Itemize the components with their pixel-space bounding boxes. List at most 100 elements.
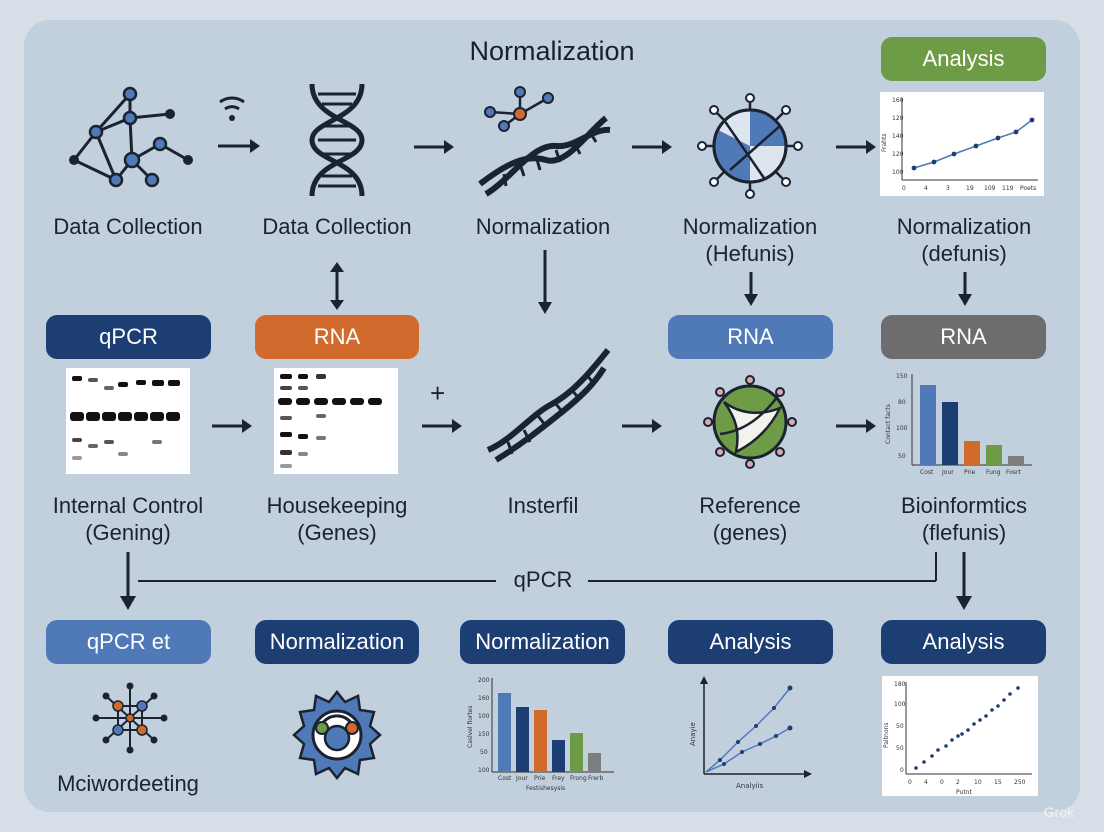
qpcr-connector xyxy=(120,552,972,610)
label-normalization-1: Normalization xyxy=(475,214,611,239)
x-tick: 0 xyxy=(902,185,906,192)
line-chart-bottom: Anayie Analyiis xyxy=(689,676,812,790)
x-tick: Frey xyxy=(552,775,565,782)
bar-chart-mid: 150 80 100 50 Contact facts Cost Jour Pr… xyxy=(885,373,1032,476)
label-internal-control: Internal Control (Gening) xyxy=(52,493,204,545)
network-graph-icon xyxy=(69,86,193,188)
arrow-right-icon xyxy=(632,140,672,154)
rna-pill-grey: RNA xyxy=(881,315,1046,359)
y-tick: 120 xyxy=(892,151,904,158)
bar xyxy=(920,385,936,465)
x-tick: 4 xyxy=(924,185,928,192)
bar xyxy=(986,445,1002,465)
bar xyxy=(498,693,511,772)
line-chart: 160 120 140 120 100 0 4 3 19 109 119 Poe… xyxy=(881,97,1038,192)
label-reference: Reference (genes) xyxy=(699,493,801,545)
qpcr-et-pill: qPCR et xyxy=(46,620,211,664)
wifi-arrow-icon xyxy=(218,96,260,153)
gel-blot-image xyxy=(274,368,398,474)
label-normalization-hefunis: Normalization (Hefunis) xyxy=(682,214,818,266)
y-axis-label: Caslvel fiortes xyxy=(467,705,474,748)
analysis-pill-2: Analysis xyxy=(881,620,1046,664)
watermark: Grok xyxy=(1043,804,1074,820)
x-tick: Jour xyxy=(941,469,954,476)
x-tick: Prie xyxy=(534,775,546,782)
scatter-chart: 180 100 50 50 0 Paltnons 0 4 0 2 10 15 2… xyxy=(883,681,1032,796)
y-tick: 50 xyxy=(480,749,488,756)
y-tick: 0 xyxy=(900,767,904,774)
arrow-right-icon xyxy=(836,140,876,154)
x-tick: Fung xyxy=(986,469,1001,476)
y-tick: 160 xyxy=(478,695,490,702)
label-data-collection-1: Data Collection xyxy=(53,214,203,239)
y-tick: 150 xyxy=(478,731,490,738)
x-tick: Prie xyxy=(964,469,976,476)
y-axis-label: Contact facts xyxy=(885,404,892,444)
diagram-title: Normalization xyxy=(469,36,635,66)
arrow-right-icon xyxy=(836,419,876,433)
x-tick: 2 xyxy=(956,779,960,786)
y-tick: 160 xyxy=(892,97,904,104)
arrow-right-icon xyxy=(414,140,454,154)
bar xyxy=(1008,456,1024,465)
y-tick: 80 xyxy=(898,399,906,406)
arrow-down-icon xyxy=(744,272,758,306)
label-data-collection-2: Data Collection xyxy=(262,214,412,239)
x-tick: 3 xyxy=(946,185,950,192)
bar xyxy=(516,707,529,772)
molecule-dna-icon xyxy=(478,86,611,197)
double-arrow-icon xyxy=(330,262,344,310)
x-tick: Frerb xyxy=(588,775,604,782)
arrow-right-icon xyxy=(212,419,252,433)
y-axis-label: Anayie xyxy=(689,722,697,746)
x-tick: Cost xyxy=(498,775,512,782)
y-tick: 150 xyxy=(896,373,908,380)
x-tick: Jour xyxy=(515,775,528,782)
analysis-pill: Analysis xyxy=(881,37,1046,81)
y-tick: 200 xyxy=(478,677,490,684)
y-tick: 100 xyxy=(478,767,490,774)
y-axis-label: Paltnons xyxy=(883,723,890,748)
plus-sign: + xyxy=(430,378,446,408)
y-tick: 50 xyxy=(896,745,904,752)
gear-cycle-icon xyxy=(292,689,382,781)
x-tick: Fosrt xyxy=(1006,469,1022,476)
normalization-pill-2: Normalization xyxy=(460,620,625,664)
globe-network-icon xyxy=(697,93,803,199)
y-tick: 100 xyxy=(892,169,904,176)
arrow-down-icon xyxy=(958,272,972,306)
rna-pill-orange: RNA xyxy=(255,315,419,359)
x-tick: 0 xyxy=(908,779,912,786)
label-mciwordeeting: Mciwordeeting xyxy=(57,771,199,796)
dna-strand-icon xyxy=(486,348,611,463)
dna-helix-icon xyxy=(309,83,365,197)
analysis-pill-1: Analysis xyxy=(668,620,833,664)
y-tick: 100 xyxy=(894,701,906,708)
bar xyxy=(534,710,547,772)
bar xyxy=(964,441,980,465)
bar xyxy=(588,753,601,772)
y-tick: 50 xyxy=(898,453,906,460)
y-tick: 100 xyxy=(478,713,490,720)
bar xyxy=(570,733,583,772)
label-insterfil: Insterfil xyxy=(507,493,579,518)
arrow-down-icon xyxy=(538,250,552,314)
arrow-right-icon xyxy=(622,419,662,433)
x-axis-label: Putnt xyxy=(956,789,972,796)
scatter-chart-panel: 180 100 50 50 0 Paltnons 0 4 0 2 10 15 2… xyxy=(882,676,1038,796)
y-tick: 140 xyxy=(892,133,904,140)
label-bioinformtics: Bioinformtics (flefunis) xyxy=(901,493,1027,545)
x-axis-label: Festishesysis xyxy=(526,785,565,792)
x-tick: 19 xyxy=(966,185,974,192)
gel-blot-image xyxy=(66,368,190,474)
bar-chart-bottom: 200 160 100 150 50 100 Caslvel fiortes C… xyxy=(467,677,614,792)
x-axis-label: Analyiis xyxy=(736,782,763,790)
x-tick: 15 xyxy=(994,779,1002,786)
label-normalization-defunis: Normalization (defunis) xyxy=(896,214,1032,266)
x-tick: Frong xyxy=(570,775,587,782)
arrow-right-icon xyxy=(422,419,462,433)
bar xyxy=(552,740,565,772)
x-tick: 109 xyxy=(984,185,996,192)
y-tick: 120 xyxy=(892,115,904,122)
x-tick: 250 xyxy=(1014,779,1026,786)
